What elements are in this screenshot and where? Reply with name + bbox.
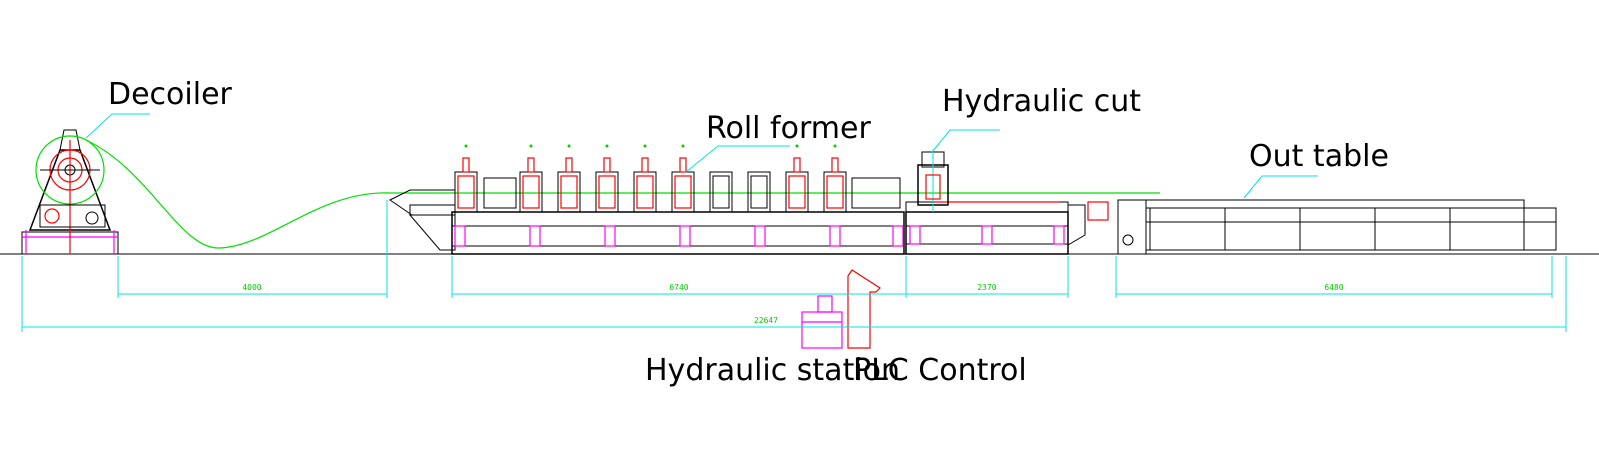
hydraulic-station-label: Hydraulic station bbox=[645, 353, 900, 388]
roll-stand bbox=[747, 171, 771, 213]
dim-total: 22647 bbox=[754, 316, 778, 325]
dim-4000: 4000 bbox=[242, 283, 261, 292]
roll-stand bbox=[557, 144, 581, 213]
roll-stand bbox=[671, 144, 695, 213]
dimension-lines bbox=[21, 200, 1567, 332]
hydraulic-cut-label: Hydraulic cut bbox=[942, 84, 1141, 119]
roll-stand bbox=[823, 144, 847, 213]
roll-stand bbox=[785, 144, 809, 213]
roll-former-machine bbox=[389, 144, 905, 255]
roll-former-label: Roll former bbox=[706, 111, 871, 146]
leader-lines bbox=[85, 113, 1318, 199]
hydraulic-station bbox=[801, 295, 843, 349]
steel-strip-loop bbox=[85, 139, 1160, 249]
roll-stand bbox=[633, 144, 657, 213]
decoiler-machine bbox=[21, 129, 119, 255]
roll-stand bbox=[454, 144, 478, 213]
plc-control-label: PLC Control bbox=[853, 353, 1027, 388]
out-table-label: Out table bbox=[1249, 139, 1389, 174]
roll-stand bbox=[595, 144, 619, 213]
straightener bbox=[483, 177, 517, 209]
hydraulic-cut-machine bbox=[905, 151, 1109, 255]
roll-stand bbox=[519, 144, 543, 213]
out-table bbox=[1117, 199, 1557, 255]
roll-stand bbox=[709, 171, 733, 213]
dim-6740: 6740 bbox=[669, 283, 688, 292]
guide-roller-unit bbox=[851, 177, 901, 209]
plc-control-cabinet bbox=[847, 269, 881, 349]
dim-6480: 6480 bbox=[1324, 283, 1343, 292]
dim-2370: 2370 bbox=[977, 283, 996, 292]
decoiler-label: Decoiler bbox=[108, 77, 233, 112]
